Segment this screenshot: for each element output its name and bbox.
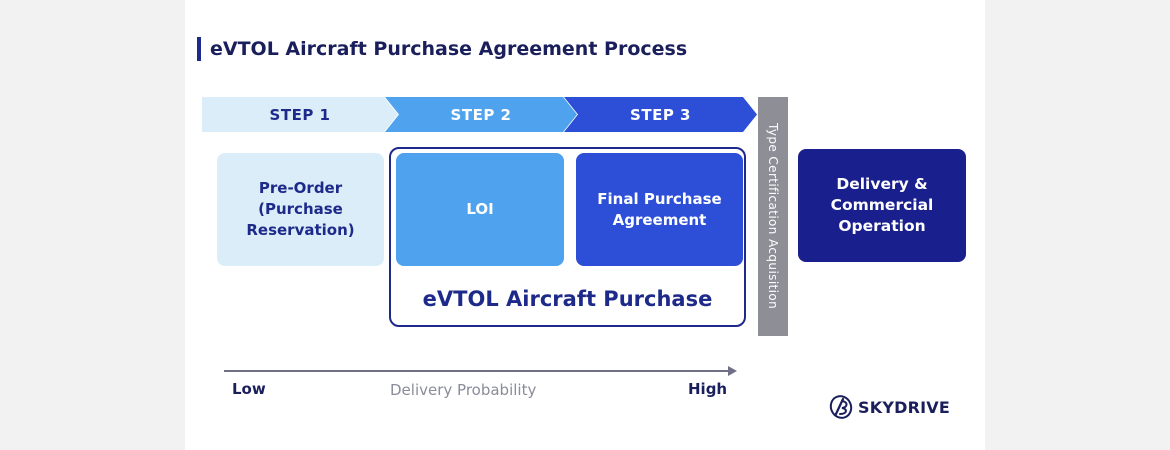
probability-arrow-line xyxy=(224,370,732,372)
step-1-chevron: STEP 1 xyxy=(202,97,398,132)
pre-order-box: Pre-Order (Purchase Reservation) xyxy=(217,153,384,266)
axis-low-label: Low xyxy=(232,380,266,398)
step-1-label: STEP 1 xyxy=(269,105,331,124)
title-accent-bar xyxy=(197,37,201,61)
loi-box: LOI xyxy=(396,153,564,266)
pre-order-label: Pre-Order (Purchase Reservation) xyxy=(246,179,355,239)
delivery-operation-label: Delivery & Commercial Operation xyxy=(830,175,934,235)
skydrive-logo-icon xyxy=(829,395,853,419)
final-purchase-agreement-label: Final Purchase Agreement xyxy=(597,189,722,229)
step-2-label: STEP 2 xyxy=(450,105,512,124)
probability-arrow-head-icon xyxy=(728,366,737,376)
axis-middle-label: Delivery Probability xyxy=(390,381,537,399)
loi-label: LOI xyxy=(466,200,494,218)
step-2-chevron: STEP 2 xyxy=(385,97,577,132)
step-3-label: STEP 3 xyxy=(630,105,691,124)
page-title-text: eVTOL Aircraft Purchase Agreement Proces… xyxy=(210,38,688,60)
axis-high-label: High xyxy=(688,380,728,398)
skydrive-logo: SKYDRIVE xyxy=(828,393,950,421)
type-certification-label: Type Certification Acquisition xyxy=(766,123,780,310)
step-3-chevron: STEP 3 xyxy=(564,97,757,132)
type-certification-bar: Type Certification Acquisition xyxy=(758,97,788,336)
page-title: eVTOL Aircraft Purchase Agreement Proces… xyxy=(197,36,687,62)
delivery-operation-box: Delivery & Commercial Operation xyxy=(798,149,966,262)
evtol-purchase-frame xyxy=(389,147,746,327)
final-purchase-agreement-box: Final Purchase Agreement xyxy=(576,153,743,266)
skydrive-logo-text: SKYDRIVE xyxy=(858,397,950,417)
evtol-purchase-label: eVTOL Aircraft Purchase xyxy=(422,287,713,311)
